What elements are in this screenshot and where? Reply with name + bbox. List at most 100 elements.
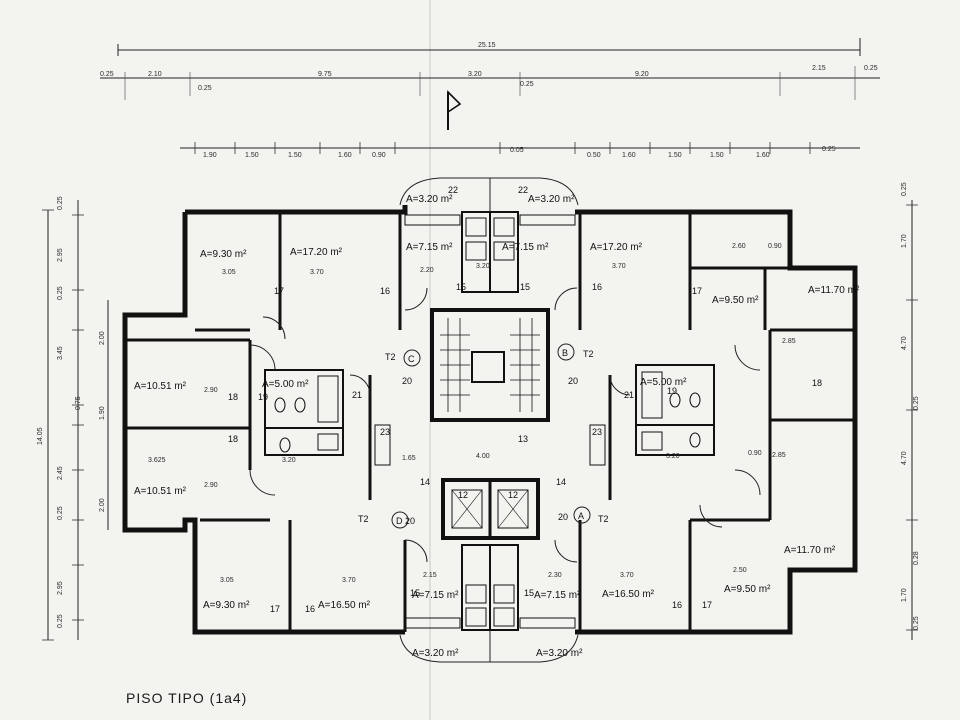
left-dimension-lines [42,200,109,641]
room-number: 14 [420,477,430,487]
overall-width-dim: 25.15 [478,42,496,49]
room-number: 18 [228,392,238,402]
inner-dim-label: 0.90 [768,243,782,250]
unit-label: T2 [385,352,396,362]
inner-dim-label: 2.15 [423,572,437,579]
room-number: 14 [556,477,566,487]
second-dim-label: 1.60 [756,152,770,159]
inner-dim-label: 3.20 [476,263,490,270]
area-labels: A=9.30 m² A=17.20 m² A=7.15 m² A=3.20 m² A=3… [134,194,860,659]
area-label: A=9.50 m² [724,584,771,595]
inner-dim-label: 3.70 [342,577,356,584]
area-label: A=3.20 m² [536,648,583,659]
area-label: A=7.15 m² [534,590,581,601]
room-number: 12 [508,490,518,500]
area-label: A=9.50 m² [712,295,759,306]
inner-dim-label: 2.60 [732,243,746,250]
inner-dim-label: 3.05 [222,269,236,276]
room-number: 15 [520,282,530,292]
second-dim-label: 1.60 [338,152,352,159]
room-number: 15 [410,588,420,598]
room-number: 20 [558,512,568,522]
top-dim-label: 0.25 [520,81,534,88]
area-label: A=3.20 m² [406,194,453,205]
area-label: A=9.30 m² [200,249,247,260]
area-label: A=3.20 m² [528,194,575,205]
unit-label: C [408,354,415,364]
left-dim-label: 1.90 [99,406,106,420]
room-number: 22 [448,185,458,195]
area-label: A=7.15 m² [406,242,453,253]
left-dim-texts: 0.252.950.252.003.450.751.9014.052.452.0… [37,196,106,628]
inner-dim-label: 2.85 [782,338,796,345]
area-label: A=16.50 m² [602,589,655,600]
top-dim-label: 9.75 [318,71,332,78]
area-label: A=7.15 m² [502,242,549,253]
room-number: 16 [672,600,682,610]
area-label: A=17.20 m² [590,242,643,253]
area-label: A=11.70 m² [784,545,836,556]
unit-label: B [562,348,568,358]
area-label: A=16.50 m² [318,600,371,611]
unit-label: T2 [358,514,369,524]
inner-dim-label: 3.70 [612,263,626,270]
plan-caption: PISO TIPO (1a4) [126,690,248,706]
right-dim-label: 0.25 [913,396,920,410]
room-number: 22 [518,185,528,195]
room-number: 13 [518,434,528,444]
room-number: 21 [624,390,634,400]
top-dimension-lines [100,38,880,154]
second-dim-label: 0.50 [587,152,601,159]
door-swings [249,287,761,563]
area-label: A=11.70 m² [808,285,860,296]
left-dim-label: 2.95 [57,581,64,595]
interior-walls [125,211,855,632]
right-dim-label: 0.25 [901,182,908,196]
room-number: 17 [702,600,712,610]
area-label: A=5.00 m² [640,377,687,388]
room-number: 17 [270,604,280,614]
room-number: 21 [352,390,362,400]
room-number: 18 [228,434,238,444]
inner-dim-label: 2.50 [733,567,747,574]
area-label: A=10.51 m² [134,486,187,497]
second-dim-label: 1.50 [288,152,302,159]
unit-markers [391,343,591,529]
right-dim-label: 1.70 [901,234,908,248]
inner-dim-label: 4.00 [476,453,490,460]
second-dim-label: 1.50 [710,152,724,159]
top-dim-label: 0.25 [100,71,114,78]
left-dim-label: 2.00 [99,498,106,512]
inner-dim-label: 0.90 [748,450,762,457]
second-dim-label: 0.05 [510,147,524,154]
unit-label: T2 [583,349,594,359]
right-dim-label: 0.25 [913,616,920,630]
right-dim-label: 1.70 [901,588,908,602]
right-dim-label: 0.28 [913,551,920,565]
right-dim-label: 4.70 [901,336,908,350]
room-number: 16 [592,282,602,292]
area-label: A=3.20 m² [412,648,459,659]
inner-dim-label: 3.05 [220,577,234,584]
top-dim-label: 9.20 [635,71,649,78]
inner-dim-label: 1.65 [402,455,416,462]
room-number: 17 [692,286,702,296]
inner-dim-label: 2.20 [420,267,434,274]
left-dim-label: 2.95 [57,248,64,262]
inner-dim-label: 2.90 [204,387,218,394]
inner-dim-label: 3.20 [666,453,680,460]
unit-label: D [396,516,403,526]
room-number: 17 [274,286,284,296]
room-number: 20 [568,376,578,386]
inner-dim-label: 2.30 [548,572,562,579]
second-dim-label: 1.60 [622,152,636,159]
room-number: 20 [402,376,412,386]
left-dim-label: 0.25 [57,614,64,628]
area-label: A=7.15 m² [412,590,459,601]
left-dim-label: 0.25 [57,196,64,210]
right-dimension-lines [906,200,918,640]
second-dim-label: 1.50 [668,152,682,159]
